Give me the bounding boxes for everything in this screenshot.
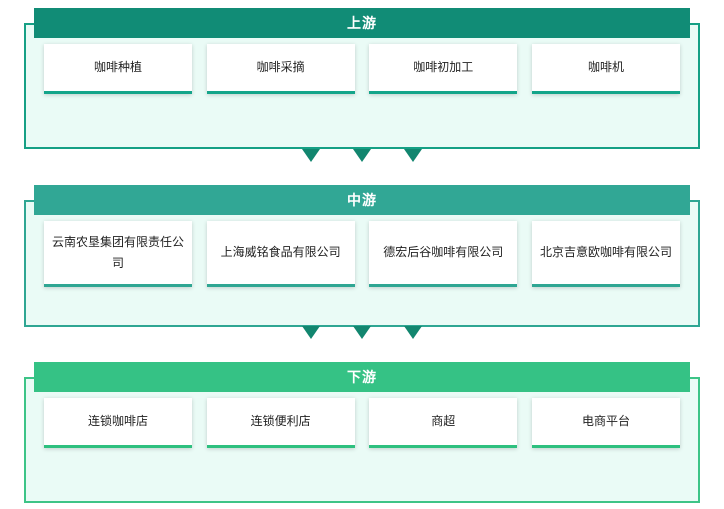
chain-node-card[interactable]: 连锁咖啡店 [44, 398, 192, 448]
chain-node-label: 北京吉意欧咖啡有限公司 [539, 245, 672, 259]
stage-midstream-header: 中游 [34, 185, 690, 215]
chain-node-label: 电商平台 [581, 414, 630, 428]
arrow-down-icon [302, 326, 320, 339]
chain-node-card[interactable]: 商超 [369, 398, 518, 448]
chain-node-card[interactable]: 咖啡初加工 [369, 44, 518, 94]
stage-downstream-header: 下游 [34, 362, 690, 392]
chain-node-card[interactable]: 咖啡采摘 [206, 44, 355, 94]
chain-node-card[interactable]: 德宏后谷咖啡有限公司 [369, 221, 518, 287]
chain-node-card[interactable]: 上海威铭食品有限公司 [206, 221, 355, 287]
chain-node-label: 云南农垦集团有限责任公司 [52, 234, 185, 270]
chain-node-label: 咖啡机 [587, 60, 624, 74]
arrow-down-icon [353, 149, 371, 162]
chain-node-card[interactable]: 咖啡种植 [44, 44, 192, 94]
chain-node-card[interactable]: 连锁便利店 [206, 398, 355, 448]
chain-node-label: 连锁咖啡店 [87, 414, 148, 428]
chain-node-label: 上海威铭食品有限公司 [220, 245, 341, 259]
chain-node-label: 咖啡采摘 [256, 60, 305, 74]
stage-midstream-cards: 云南农垦集团有限责任公司 上海威铭食品有限公司 德宏后谷咖啡有限公司 北京吉意欧… [24, 221, 700, 287]
chain-node-label: 连锁便利店 [250, 414, 311, 428]
chain-node-label: 商超 [431, 414, 456, 428]
stage-upstream-header: 上游 [34, 8, 690, 38]
arrow-down-icon [302, 149, 320, 162]
chain-node-label: 咖啡初加工 [413, 60, 474, 74]
stage-upstream-cards: 咖啡种植 咖啡采摘 咖啡初加工 咖啡机 [24, 44, 700, 94]
chain-node-card[interactable]: 电商平台 [531, 398, 680, 448]
chain-node-label: 咖啡种植 [93, 60, 142, 74]
chain-node-label: 德宏后谷咖啡有限公司 [383, 245, 504, 259]
chain-node-card[interactable]: 北京吉意欧咖啡有限公司 [531, 221, 680, 287]
arrow-down-icon [404, 326, 422, 339]
arrow-down-icon [404, 149, 422, 162]
connector-arrows-midstream-to-downstream [0, 326, 724, 350]
arrow-down-icon [353, 326, 371, 339]
chain-node-card[interactable]: 咖啡机 [531, 44, 680, 94]
stage-downstream-cards: 连锁咖啡店 连锁便利店 商超 电商平台 [24, 398, 700, 448]
connector-arrows-upstream-to-midstream [0, 149, 724, 173]
chain-node-card[interactable]: 云南农垦集团有限责任公司 [44, 221, 192, 287]
